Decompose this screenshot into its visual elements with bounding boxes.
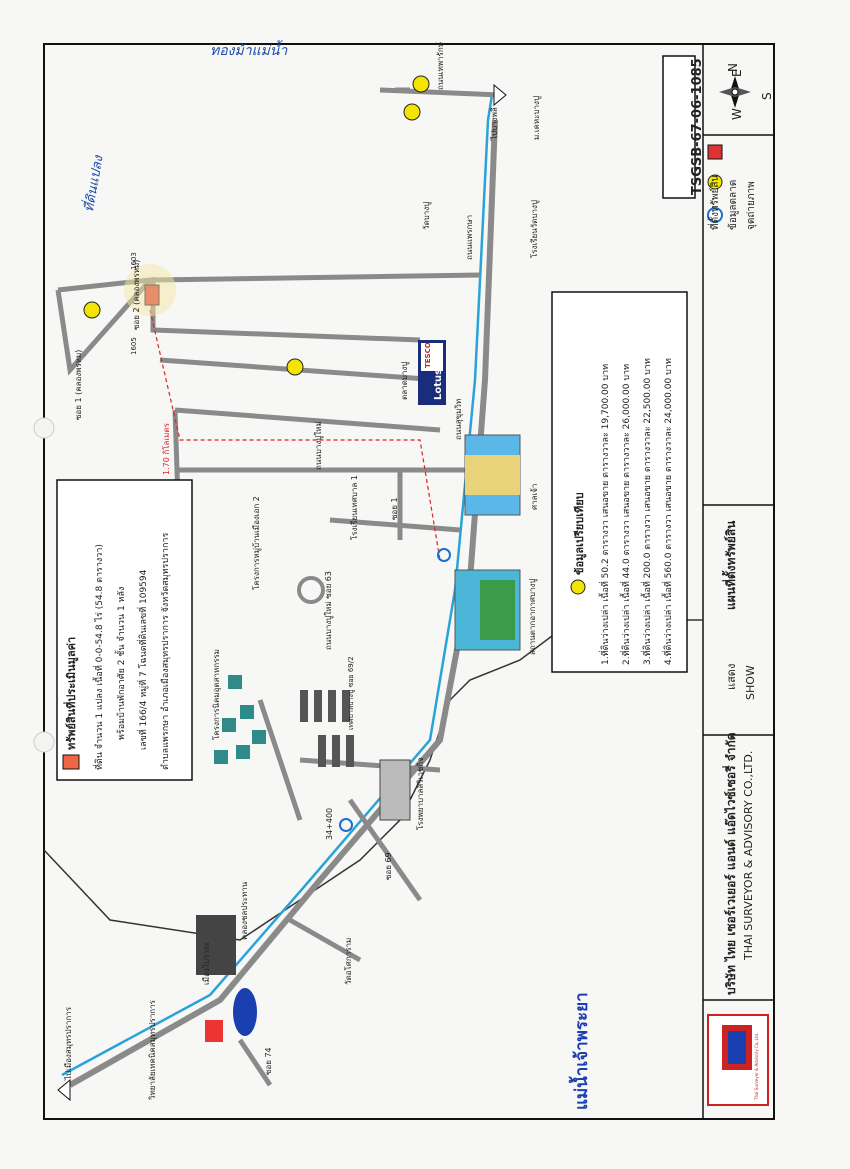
main-road-label: ถนนสุขุมวิท	[454, 398, 463, 440]
compass-s: S	[760, 92, 774, 100]
temple1-label: วัดบางปู	[422, 201, 431, 230]
lotus-market: ตลาดบางปู	[400, 361, 409, 400]
house-label: ม.เคหะบางปู	[532, 95, 541, 140]
canal-label: คลองชลประทาน	[240, 881, 249, 940]
legend-photo-icon	[707, 207, 723, 223]
soi2-label: ซอย 2 (คลองพรหม)	[132, 259, 141, 330]
company-en: THAI SURVEYOR & ADVISORY CO.,LTD.	[742, 750, 755, 960]
handwritten-note-top: ทองม้าแม่น้ำ	[210, 43, 288, 59]
road-top-label: ถนนเทพารักษ์	[436, 42, 445, 90]
ref-code: TSGSB-67-06-1085	[690, 58, 705, 195]
company-th: บริษัท ไทย เซอร์เวเยอร์ แอนด์ แอ๊ดไวซ์เซ…	[724, 732, 738, 995]
market-row-3: 3.ที่ดินว่างเปล่า เนื้อที่ 200.0 ตารางวา…	[643, 358, 653, 665]
beach-label: สถานตากอากาศบางปู	[528, 578, 537, 655]
arrow-south	[57, 1078, 71, 1102]
compass-e: E	[730, 69, 744, 77]
building-cluster	[300, 690, 354, 767]
legend-photo-label: จุดถ่ายภาพ	[746, 181, 757, 230]
main-road	[68, 119, 498, 1088]
soi74-label: ซอย 74	[264, 1047, 273, 1075]
road-b-label: ถนนบางปูใหม่ ซอย 63	[324, 571, 333, 650]
tesco-text: TESCO	[424, 342, 432, 368]
market-box	[551, 291, 688, 673]
legend-box	[56, 479, 193, 781]
legend-line4: ตำบลแพรกษา อำเภอเมืองสมุทรปราการ จังหวัด…	[161, 532, 171, 770]
shrine-label: ศาลเจ้า	[530, 483, 539, 510]
temple2-label: วัดอโศการาม	[344, 937, 353, 985]
legend-property-icon	[707, 144, 723, 160]
estate-label: โครงการนิคมอุตสาหกรรม	[212, 649, 221, 740]
toward-label: ไปบางพลี	[490, 107, 499, 140]
road-top2-label: ถนนแพรกษา	[465, 214, 474, 260]
soi-b-label: ซอย 1	[390, 497, 399, 520]
store-icon	[205, 1020, 223, 1042]
school2-label: โรงเรียนวัดบางปู	[530, 200, 539, 258]
hospital-label: โรงพยาบาลสิริเวชกิจ	[416, 757, 425, 830]
ref-code-box	[662, 55, 696, 199]
soi692-label: เทศบาลบางปู ซอย 69/2	[347, 656, 355, 730]
market-row-2: 2.ที่ดินว่างเปล่า เนื้อที่ 44.0 ตารางวา …	[622, 363, 632, 665]
market-row-4: 4.ที่ดินว่างเปล่า เนื้อที่ 560.0 ตารางวา…	[664, 358, 674, 665]
river-label: แม่น้ำเจ้าพระยา	[572, 992, 592, 1110]
legend-property-label: ที่ตั้งทรัพย์สิน	[710, 174, 721, 230]
map-title: แผนที่ตั้งทรัพย์สิน	[724, 520, 738, 610]
legend-line2: พร้อมบ้านพักอาศัย 2 ชั้น จำนวน 1 หลัง	[117, 586, 127, 740]
ford-logo	[233, 988, 257, 1036]
village-label: โครงการหมู่บ้านเมืองเอก 2	[252, 496, 261, 590]
map-frame	[43, 43, 775, 1120]
market-points	[83, 75, 430, 376]
route-to-property	[149, 309, 441, 561]
compass-w: W	[730, 108, 744, 120]
show-th: แสดง	[725, 663, 738, 690]
legend-market-icon	[707, 174, 723, 190]
soi69-label: ซอย 69	[384, 852, 393, 880]
samut-label: ไปเมืองสมุทรปราการ	[64, 1006, 73, 1080]
logo-text: Thai Surveyor & Advisory Co.,Ltd.	[754, 1032, 759, 1100]
college-label: วิทยาลัยเทคนิคสมุทรปราการ	[148, 1000, 157, 1100]
legend-market-label: ข้อมูลตลาด	[728, 179, 739, 230]
school1-label: โรงเรียนเทศบาล 1	[350, 475, 359, 540]
soi1-label: ซอย 1 (คลองพรหม)	[74, 349, 83, 420]
coord-b: 1605	[130, 337, 138, 355]
ancient-city-icon	[196, 915, 236, 975]
legend-line3: เลขที่ 166/4 หมู่ที่ 7 โฉนดที่ดินเลขที่ …	[139, 569, 149, 750]
coord-a: 1603	[130, 252, 138, 270]
hospital-icon	[379, 759, 411, 821]
market-row-1: 1.ที่ดินว่างเปล่า เนื้อที่ 50.2 ตารางวา …	[601, 363, 611, 665]
market-title: ข้อมูลเปรียบเทียบ	[573, 492, 586, 575]
estate-cluster	[214, 675, 266, 764]
compass-icon	[719, 76, 751, 108]
canal-line	[61, 94, 494, 1077]
lotus-brand: Lotus	[433, 368, 444, 400]
legend-line1: ที่ดิน จำนวน 1 แปลง เนื้อที่ 0-0-54.8 ไร…	[95, 544, 105, 770]
km-label: 34+400	[325, 807, 334, 840]
show-en: SHOW	[744, 665, 757, 700]
ancient-label: เมืองโบราณ	[202, 942, 211, 985]
distance-label: 1.70 กิโลเมตร	[162, 423, 171, 475]
road-a-label: ถนนบางปูใหม่	[314, 421, 323, 470]
arrow-north	[493, 83, 507, 107]
legend-title: ทรัพย์สินที่ประเมินมูลค่า	[65, 636, 78, 750]
